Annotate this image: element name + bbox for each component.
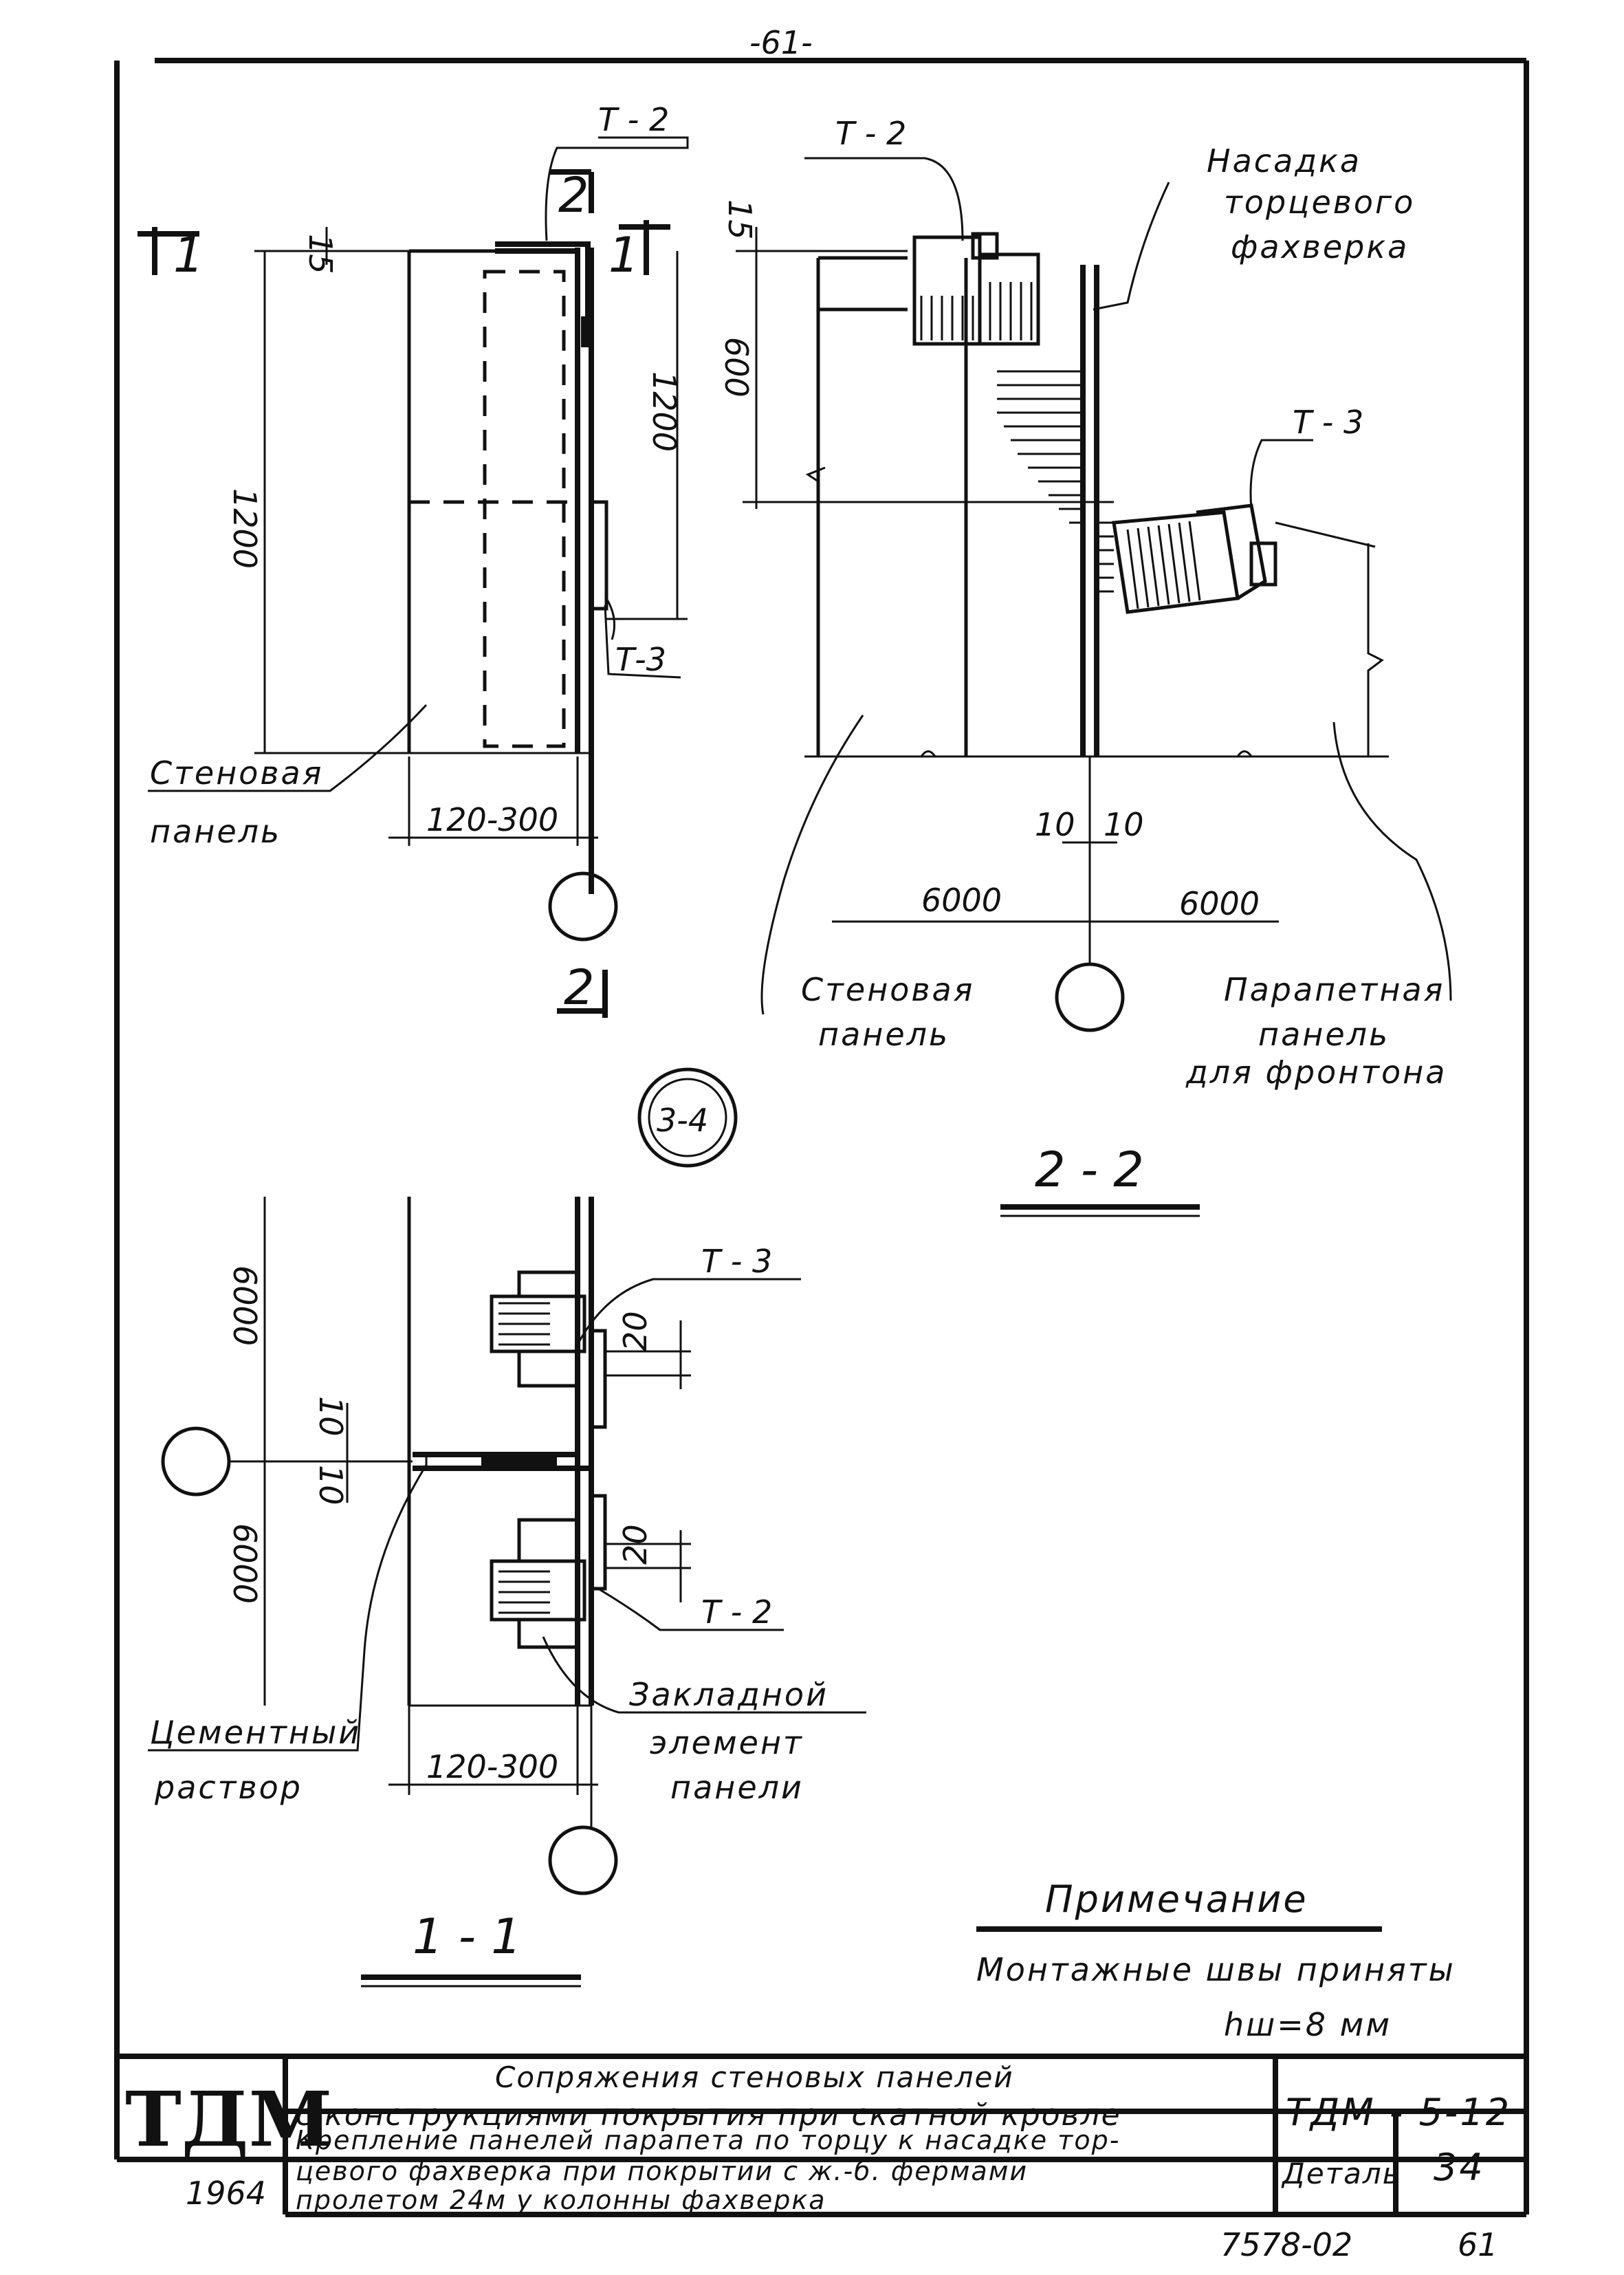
label-t2-upper-right: Т - 2 bbox=[835, 115, 906, 152]
label-parapet-2: панель bbox=[1258, 1016, 1390, 1053]
column-hatch bbox=[997, 370, 1114, 593]
dim-6000-lower-top: 6000 bbox=[226, 1265, 263, 1346]
desc-line-3: пролетом 24м у колонны фахверка bbox=[296, 2185, 826, 2215]
label-t3-upper-left: Т-3 bbox=[615, 641, 666, 678]
label-embed-2: элемент bbox=[650, 1724, 804, 1761]
label-t3-upper-right: Т - 3 bbox=[1293, 404, 1363, 441]
label-wall-panel-1: Стеновая bbox=[150, 754, 323, 792]
label-embed-1: Закладной bbox=[629, 1676, 829, 1713]
dim-6000-upper-left: 6000 bbox=[921, 882, 1002, 919]
dim-20-top: 20 bbox=[617, 1311, 654, 1351]
dim-6000-lower-bottom: 6000 bbox=[226, 1523, 263, 1604]
nasadka-block-top bbox=[912, 232, 1040, 346]
year: 1964 bbox=[186, 2175, 266, 2212]
dim-10-upper-b: 10 bbox=[1104, 806, 1144, 843]
label-cement-1: Цементный bbox=[150, 1714, 361, 1751]
detail-label: Деталь bbox=[1281, 2157, 1401, 2190]
section-mark-2-bottom: 2 bbox=[564, 959, 595, 1016]
dim-15-right: 15 bbox=[721, 199, 758, 240]
title-block: ТДМ 1964 Сопряжения стеновых панелей с к… bbox=[117, 2054, 1529, 2263]
logo: ТДМ bbox=[125, 2075, 332, 2164]
dim-10-lower-b: 10 bbox=[312, 1465, 349, 1505]
detail-upper-left: 120-300 1200 15 1200 1 1 2 2 Т - 2 Т-3 bbox=[138, 101, 689, 1018]
label-t3-lower: Т - 3 bbox=[701, 1243, 772, 1280]
detail-number-circle: 3-4 bbox=[637, 1067, 738, 1168]
dim-10-lower-a: 10 bbox=[312, 1396, 349, 1437]
label-parapet-3: для фронтона bbox=[1185, 1054, 1447, 1091]
detail-upper-right: 10 10 6000 6000 15 600 Т - 2 Т - 3 Насад… bbox=[718, 115, 1452, 1091]
dim-1200-right: 1200 bbox=[646, 371, 683, 452]
dim-20-bottom: 20 bbox=[617, 1524, 654, 1565]
section-mark-2-top: 2 bbox=[558, 167, 589, 224]
dim-120-300-lower: 120-300 bbox=[426, 1748, 558, 1785]
sheet-code: 7578-02 bbox=[1220, 2226, 1352, 2263]
note-line-2: hш=8 мм bbox=[1224, 2006, 1392, 2043]
title-line-1: Сопряжения стеновых панелей bbox=[495, 2060, 1014, 2094]
label-t2-lower: Т - 2 bbox=[701, 1593, 772, 1631]
label-wall-panel-2: панель bbox=[150, 813, 281, 850]
embed-block-bottom bbox=[490, 1494, 607, 1649]
view-label-1-1: 1 - 1 bbox=[413, 1908, 522, 1965]
section-mark-1-right: 1 bbox=[608, 227, 639, 283]
note: Примечание Монтажные швы приняты hш=8 мм bbox=[976, 1877, 1456, 2043]
dim-1200-left: 1200 bbox=[226, 488, 263, 569]
embed-block-top bbox=[490, 1270, 607, 1429]
sheet-number: 61 bbox=[1458, 2226, 1498, 2263]
detail-number: 3-4 bbox=[657, 1102, 708, 1139]
dim-15-left: 15 bbox=[302, 234, 339, 274]
label-nasadka-1: Насадка bbox=[1207, 142, 1361, 179]
note-title: Примечание bbox=[1045, 1877, 1308, 1921]
desc-line-2: цевого фахверка при покрытии с ж.-б. фер… bbox=[296, 2156, 1028, 2186]
label-wall-panel-b1: Стеновая bbox=[801, 971, 974, 1008]
view-label-2-2: 2 - 2 bbox=[1035, 1142, 1144, 1198]
label-parapet-1: Парапетная bbox=[1224, 971, 1445, 1008]
label-cement-2: раствор bbox=[154, 1769, 303, 1806]
dim-600: 600 bbox=[718, 337, 755, 398]
desc-line-1: Крепление панелей парапета по торцу к на… bbox=[296, 2125, 1120, 2155]
label-t2-upper-left: Т - 2 bbox=[598, 101, 669, 138]
section-mark-1-left: 1 bbox=[173, 227, 204, 283]
dim-6000-upper-right: 6000 bbox=[1179, 885, 1260, 922]
dim-120-300-upper: 120-300 bbox=[426, 801, 558, 838]
label-nasadka-3: фахверка bbox=[1231, 228, 1409, 265]
nasadka-block-sloped bbox=[1112, 503, 1376, 614]
label-embed-3: панели bbox=[670, 1769, 804, 1806]
note-line-1: Монтажные швы приняты bbox=[976, 1951, 1456, 1988]
doc-code: ТДМ - 5-12 bbox=[1286, 2091, 1511, 2134]
sheet-frame bbox=[114, 58, 1529, 2159]
label-wall-panel-b2: панель bbox=[818, 1016, 950, 1053]
page-number-top: -61- bbox=[749, 24, 813, 61]
dim-10-upper-a: 10 bbox=[1035, 806, 1075, 843]
detail-value: 34 bbox=[1434, 2146, 1485, 2189]
detail-lower: 20 20 6000 6000 10 10 120-300 Т - 3 Т - … bbox=[148, 1197, 866, 1895]
title-line-2: с конструкциями покрытия при скатной кро… bbox=[296, 2098, 1121, 2133]
label-nasadka-2: торцевого bbox=[1224, 184, 1415, 221]
